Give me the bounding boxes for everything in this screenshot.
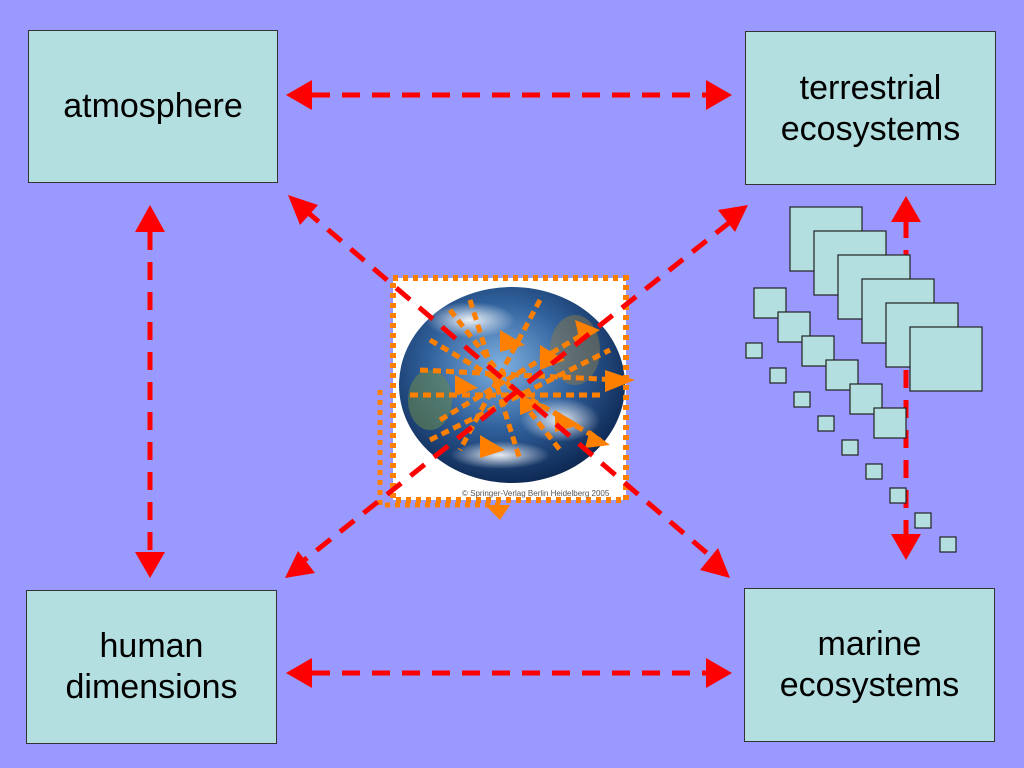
orange-arrowheads bbox=[455, 320, 635, 458]
human-dimensions-box: human dimensions bbox=[26, 590, 277, 744]
square-cascade bbox=[745, 206, 983, 553]
atmosphere-box: atmosphere bbox=[28, 30, 278, 183]
arrow-terrestrial-human bbox=[300, 220, 732, 564]
red-arrowheads bbox=[135, 80, 921, 688]
orange-dotted-frame bbox=[390, 275, 629, 503]
cloud-shape bbox=[450, 441, 550, 469]
orange-arrowhead bbox=[485, 505, 510, 520]
orange-dotted-line bbox=[377, 390, 500, 508]
human-dimensions-label: human dimensions bbox=[65, 627, 238, 706]
land-shape bbox=[408, 370, 452, 430]
orange-arrow-cluster bbox=[410, 298, 621, 461]
terrestrial-ecosystems-box: terrestrial ecosystems bbox=[745, 31, 996, 185]
red-dashed-arrows bbox=[147, 92, 909, 676]
image-credit: © Springer-Verlag Berlin Heidelberg 2005 bbox=[462, 489, 610, 498]
atmosphere-label: atmosphere bbox=[63, 87, 243, 126]
marine-ecosystems-box: marine ecosystems bbox=[744, 588, 995, 742]
terrestrial-ecosystems-label: terrestrial ecosystems bbox=[780, 69, 961, 148]
marine-ecosystems-label: marine ecosystems bbox=[779, 625, 960, 704]
